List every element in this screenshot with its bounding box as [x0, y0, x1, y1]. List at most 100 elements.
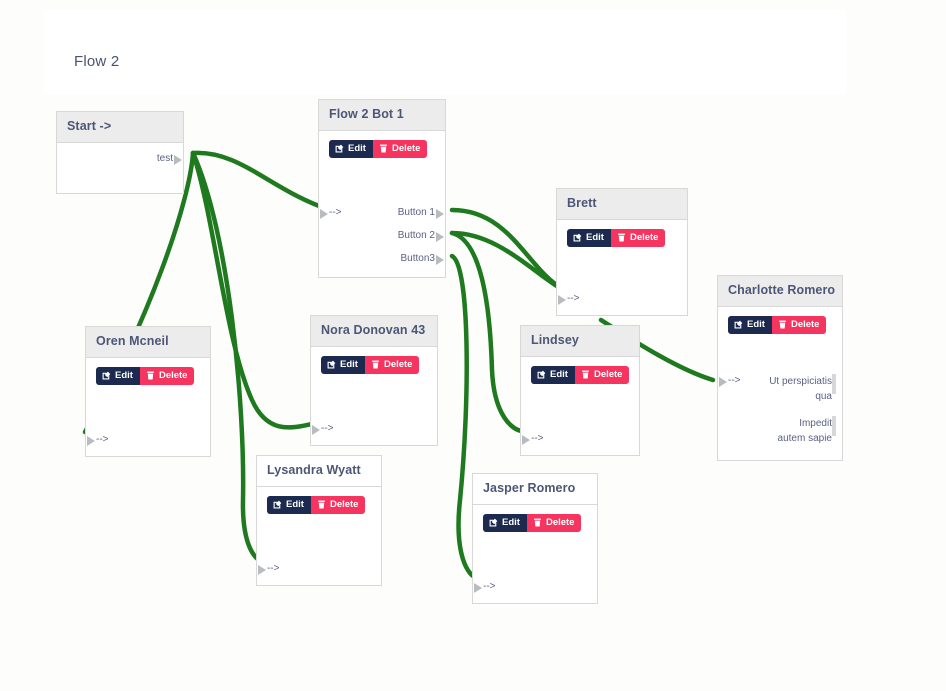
port-row-1[interactable]: --> Button 1 [320, 206, 444, 221]
delete-button[interactable]: Delete [372, 140, 428, 158]
port-label-input: --> [267, 562, 280, 574]
port-row-output[interactable]: test [67, 152, 182, 167]
port-row-input[interactable]: --> [87, 433, 200, 448]
input-connector-icon[interactable] [320, 208, 328, 219]
node-title: Brett [557, 189, 687, 220]
edit-button[interactable]: Edit [321, 356, 365, 374]
port-list: --> [258, 562, 371, 577]
output-connector-tab-2[interactable] [832, 415, 836, 436]
output-connector-icon-2[interactable] [436, 231, 444, 242]
node-lysandra-wyatt[interactable]: Lysandra Wyatt Edit Delete [256, 455, 382, 586]
node-actions: Edit Delete [728, 316, 832, 334]
port-list: --> [87, 433, 200, 448]
node-actions: Edit Delete [267, 496, 371, 514]
node-start[interactable]: Start -> test [56, 111, 184, 194]
delete-button-label: Delete [790, 319, 820, 330]
node-body: Edit Delete --> [521, 357, 639, 455]
node-flow2bot1[interactable]: Flow 2 Bot 1 Edit Delete [318, 99, 446, 278]
delete-button-label: Delete [329, 499, 359, 510]
output-connector-icon-1[interactable] [436, 208, 444, 219]
port-row-input[interactable]: --> [522, 432, 629, 447]
node-oren-mcneil[interactable]: Oren Mcneil Edit Delete [85, 326, 211, 457]
edit-icon [734, 320, 743, 329]
node-body: Edit Delete --> Ut perspiciatis qua [718, 307, 842, 460]
node-actions: Edit Delete [329, 140, 435, 158]
trash-icon [380, 144, 387, 153]
node-body: Edit Delete --> [557, 220, 687, 315]
input-connector-icon[interactable] [719, 376, 727, 387]
edit-icon [273, 500, 282, 509]
port-row-input[interactable]: --> [312, 422, 427, 437]
node-title: Lysandra Wyatt [257, 456, 381, 487]
node-nora-donovan-43[interactable]: Nora Donovan 43 Edit Delete [310, 315, 438, 446]
node-body: Edit Delete --> [311, 347, 437, 445]
node-actions: Edit Delete [531, 366, 630, 384]
port-list: test [67, 152, 182, 167]
trash-icon [147, 371, 154, 380]
delete-button[interactable]: Delete [610, 229, 666, 247]
port-row-input[interactable]: --> [558, 292, 677, 307]
port-list: --> [312, 422, 427, 437]
edit-button-label: Edit [586, 232, 604, 243]
delete-button[interactable]: Delete [771, 316, 827, 334]
edit-button[interactable]: Edit [267, 496, 311, 514]
port-row-input[interactable]: --> [258, 562, 371, 577]
delete-button[interactable]: Delete [574, 366, 630, 384]
node-title: Flow 2 Bot 1 [319, 100, 445, 131]
port-label-button-2: Button 2 [397, 229, 435, 241]
delete-button[interactable]: Delete [310, 496, 366, 514]
port-row-3[interactable]: Button3 [329, 252, 444, 267]
node-title: Start -> [57, 112, 183, 143]
edit-button-label: Edit [340, 359, 358, 370]
input-connector-icon[interactable] [474, 582, 482, 593]
port-row-2[interactable]: Impedit autem sapie [728, 415, 836, 446]
edit-button[interactable]: Edit [728, 316, 772, 334]
edit-button[interactable]: Edit [531, 366, 575, 384]
input-connector-icon[interactable] [258, 564, 266, 575]
port-label-input: --> [329, 206, 342, 218]
edit-button-label: Edit [747, 319, 765, 330]
delete-button-label: Delete [158, 370, 188, 381]
port-list: --> [522, 432, 629, 447]
edit-button-label: Edit [115, 370, 133, 381]
delete-button-label: Delete [545, 517, 575, 528]
delete-button-label: Delete [593, 369, 623, 380]
node-actions: Edit Delete [96, 367, 200, 385]
port-label-input: --> [567, 292, 580, 304]
edit-button[interactable]: Edit [329, 140, 373, 158]
output-connector-icon[interactable] [174, 155, 182, 165]
edit-button[interactable]: Edit [96, 367, 140, 385]
delete-button-label: Delete [391, 143, 421, 154]
node-charlotte-romero[interactable]: Charlotte Romero Edit Delete [717, 275, 843, 461]
port-row-1[interactable]: --> Ut perspiciatis qua [719, 373, 836, 404]
port-row-input[interactable]: --> [474, 580, 587, 595]
port-label-output-2: Impedit autem sapie [777, 417, 832, 444]
edit-icon [573, 233, 582, 242]
node-jasper-romero[interactable]: Jasper Romero Edit Delete [472, 473, 598, 604]
output-connector-tab-1[interactable] [832, 373, 836, 394]
edit-button-label: Edit [502, 517, 520, 528]
port-label-output-1: Ut perspiciatis qua [769, 375, 832, 402]
port-list: --> Ut perspiciatis qua Impedit autem sa… [719, 373, 836, 446]
node-lindsey[interactable]: Lindsey Edit Delete [520, 325, 640, 456]
port-label-input: --> [96, 433, 109, 445]
input-connector-icon[interactable] [558, 294, 566, 305]
delete-button[interactable]: Delete [139, 367, 195, 385]
port-row-2[interactable]: Button 2 [329, 229, 444, 244]
edit-button-label: Edit [286, 499, 304, 510]
output-connector-icon-3[interactable] [436, 254, 444, 265]
edit-button[interactable]: Edit [483, 514, 527, 532]
edit-icon [537, 370, 546, 379]
node-brett[interactable]: Brett Edit Delete [556, 188, 688, 316]
edit-icon [489, 518, 498, 527]
input-connector-icon[interactable] [522, 434, 530, 445]
node-actions: Edit Delete [567, 229, 677, 247]
delete-button[interactable]: Delete [364, 356, 420, 374]
page-title: Flow 2 [74, 53, 120, 70]
node-title: Lindsey [521, 326, 639, 357]
edit-button[interactable]: Edit [567, 229, 611, 247]
input-connector-icon[interactable] [312, 424, 320, 435]
delete-button[interactable]: Delete [526, 514, 582, 532]
input-connector-icon[interactable] [87, 435, 95, 446]
